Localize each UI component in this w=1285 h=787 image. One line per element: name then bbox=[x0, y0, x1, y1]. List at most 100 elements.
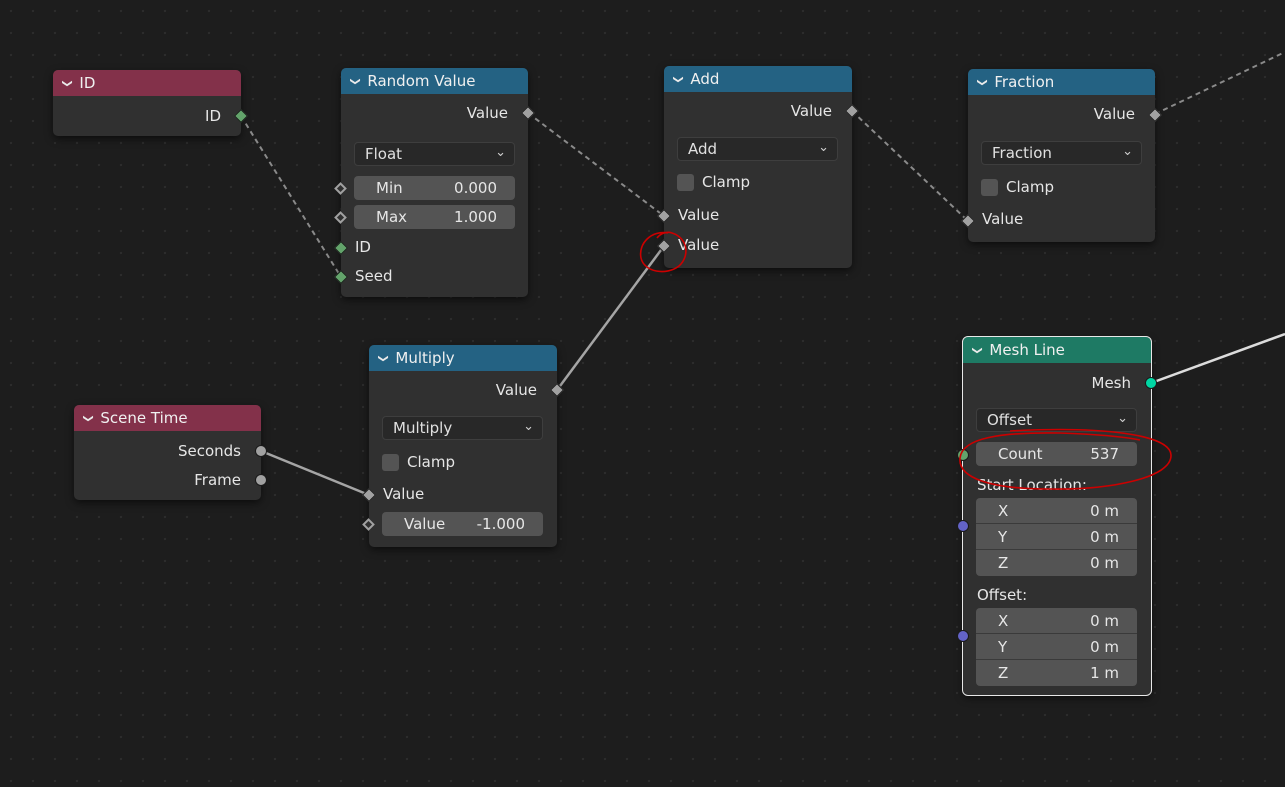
link-random-to-add bbox=[527, 112, 665, 217]
node-header[interactable]: ❯ ID bbox=[53, 70, 241, 96]
mesh-line-node[interactable]: ❯ Mesh Line Mesh Offset ⌄ Count 537 Star… bbox=[957, 336, 1157, 696]
input-1-socket[interactable] bbox=[960, 213, 976, 229]
chevron-down-icon[interactable]: ❯ bbox=[377, 353, 389, 363]
seed-input-label: Seed bbox=[355, 267, 393, 285]
node-title: Mesh Line bbox=[989, 341, 1065, 359]
operation-select[interactable]: Fraction ⌄ bbox=[981, 141, 1142, 165]
checkbox-label: Clamp bbox=[407, 453, 455, 471]
chevron-down-icon[interactable]: ❯ bbox=[672, 74, 684, 84]
data-type-select[interactable]: Float ⌄ bbox=[354, 142, 515, 166]
offset-label: Offset: bbox=[977, 586, 1028, 604]
output-label: Seconds bbox=[177, 442, 241, 460]
node-header[interactable]: ❯ Scene Time bbox=[74, 405, 261, 431]
start-location-vector[interactable]: X 0 m Y 0 m Z 0 m bbox=[976, 498, 1137, 576]
output-label: Value bbox=[1093, 105, 1135, 123]
start-location-label: Start Location: bbox=[977, 476, 1087, 494]
vector-y-field[interactable]: Y 0 m bbox=[976, 524, 1137, 550]
field-label: Max bbox=[376, 208, 408, 226]
operation-select[interactable]: Add ⌄ bbox=[677, 137, 838, 161]
node-title: Random Value bbox=[367, 72, 476, 90]
node-header[interactable]: ❯ Mesh Line bbox=[963, 337, 1151, 363]
input-1-socket[interactable] bbox=[361, 487, 377, 503]
start-location-input-socket[interactable] bbox=[957, 520, 969, 532]
field-value: -1.000 bbox=[476, 515, 525, 533]
mode-select[interactable]: Offset ⌄ bbox=[976, 408, 1137, 432]
operation-select[interactable]: Multiply ⌄ bbox=[382, 416, 543, 440]
input-2-socket[interactable] bbox=[362, 518, 375, 531]
chevron-down-icon[interactable]: ❯ bbox=[976, 77, 988, 87]
checkbox-box[interactable] bbox=[981, 178, 998, 196]
input-1-socket[interactable] bbox=[656, 208, 672, 224]
fraction-node[interactable]: ❯ Fraction Value Fraction ⌄ Clamp Value bbox=[960, 69, 1163, 242]
output-label: Value bbox=[466, 104, 508, 122]
seconds-output-socket[interactable] bbox=[255, 445, 267, 457]
output-row: Value bbox=[664, 98, 852, 124]
max-input-socket[interactable] bbox=[334, 211, 347, 224]
multiply-node[interactable]: ❯ Multiply Value Multiply ⌄ Clamp Value … bbox=[361, 345, 565, 547]
count-input-socket[interactable] bbox=[957, 449, 969, 461]
vector-x-field[interactable]: X 0 m bbox=[976, 498, 1137, 524]
input-2-socket[interactable] bbox=[656, 238, 672, 254]
offset-input-socket[interactable] bbox=[957, 630, 969, 642]
scene-time-node[interactable]: ❯ Scene Time Seconds Frame bbox=[74, 405, 267, 500]
output-row: Frame bbox=[74, 467, 261, 493]
select-value: Add bbox=[688, 140, 718, 158]
node-title: Fraction bbox=[994, 73, 1055, 91]
add-node[interactable]: ❯ Add Value Add ⌄ Clamp Value Value bbox=[656, 66, 860, 268]
node-header[interactable]: ❯ Add bbox=[664, 66, 852, 92]
checkbox-box[interactable] bbox=[382, 453, 399, 471]
vector-z-field[interactable]: Z 0 m bbox=[976, 550, 1137, 576]
frame-output-socket[interactable] bbox=[255, 474, 267, 486]
id-node[interactable]: ❯ ID ID bbox=[53, 70, 249, 136]
id-input-socket[interactable] bbox=[333, 240, 349, 256]
clamp-checkbox[interactable]: Clamp bbox=[677, 173, 750, 191]
chevron-down-icon[interactable]: ❯ bbox=[971, 345, 983, 355]
min-input-socket[interactable] bbox=[334, 182, 347, 195]
output-label: Mesh bbox=[1091, 374, 1132, 392]
checkbox-box[interactable] bbox=[677, 173, 694, 191]
input-1-label: Value bbox=[383, 485, 425, 503]
link-multiply-to-add bbox=[555, 245, 666, 391]
output-row: ID bbox=[53, 103, 241, 129]
clamp-checkbox[interactable]: Clamp bbox=[382, 453, 455, 471]
input-1-label: Value bbox=[982, 210, 1024, 228]
axis-value: 0 m bbox=[1090, 637, 1119, 656]
node-header[interactable]: ❯ Random Value bbox=[341, 68, 528, 94]
node-title: ID bbox=[79, 74, 96, 92]
select-value: Float bbox=[365, 145, 403, 163]
seed-input-socket[interactable] bbox=[333, 269, 349, 285]
chevron-down-icon[interactable]: ❯ bbox=[61, 78, 73, 88]
node-header[interactable]: ❯ Multiply bbox=[369, 345, 557, 371]
chevron-down-icon[interactable]: ❯ bbox=[82, 413, 94, 423]
output-label: ID bbox=[205, 107, 221, 125]
output-label: Frame bbox=[194, 471, 241, 489]
vector-x-field[interactable]: X 0 m bbox=[976, 608, 1137, 634]
count-field[interactable]: Count 537 bbox=[976, 442, 1137, 466]
field-label: Count bbox=[998, 445, 1043, 463]
chevron-down-icon: ⌄ bbox=[495, 145, 506, 160]
offset-vector[interactable]: X 0 m Y 0 m Z 1 m bbox=[976, 608, 1137, 686]
axis-value: 0 m bbox=[1090, 611, 1119, 630]
vector-y-field[interactable]: Y 0 m bbox=[976, 634, 1137, 660]
min-field[interactable]: Min 0.000 bbox=[354, 176, 515, 200]
axis-label: X bbox=[998, 611, 1009, 630]
select-value: Multiply bbox=[393, 419, 453, 437]
max-field[interactable]: Max 1.000 bbox=[354, 205, 515, 229]
chevron-down-icon[interactable]: ❯ bbox=[349, 76, 361, 86]
clamp-checkbox[interactable]: Clamp bbox=[981, 178, 1054, 196]
axis-value: 0 m bbox=[1090, 501, 1119, 520]
output-row: Mesh bbox=[963, 370, 1151, 396]
mesh-output-socket[interactable] bbox=[1145, 377, 1157, 389]
field-value: 537 bbox=[1090, 445, 1119, 463]
checkbox-label: Clamp bbox=[702, 173, 750, 191]
node-header[interactable]: ❯ Fraction bbox=[968, 69, 1155, 95]
input-2-label: Value bbox=[678, 236, 720, 254]
output-label: Value bbox=[790, 102, 832, 120]
select-value: Fraction bbox=[992, 144, 1052, 162]
vector-z-field[interactable]: Z 1 m bbox=[976, 660, 1137, 686]
select-value: Offset bbox=[987, 411, 1033, 429]
field-label: Min bbox=[376, 179, 403, 197]
random-value-node[interactable]: ❯ Random Value Value Float ⌄ Min 0.000 M… bbox=[333, 68, 536, 297]
value-field[interactable]: Value -1.000 bbox=[382, 512, 543, 536]
output-label: Value bbox=[495, 381, 537, 399]
